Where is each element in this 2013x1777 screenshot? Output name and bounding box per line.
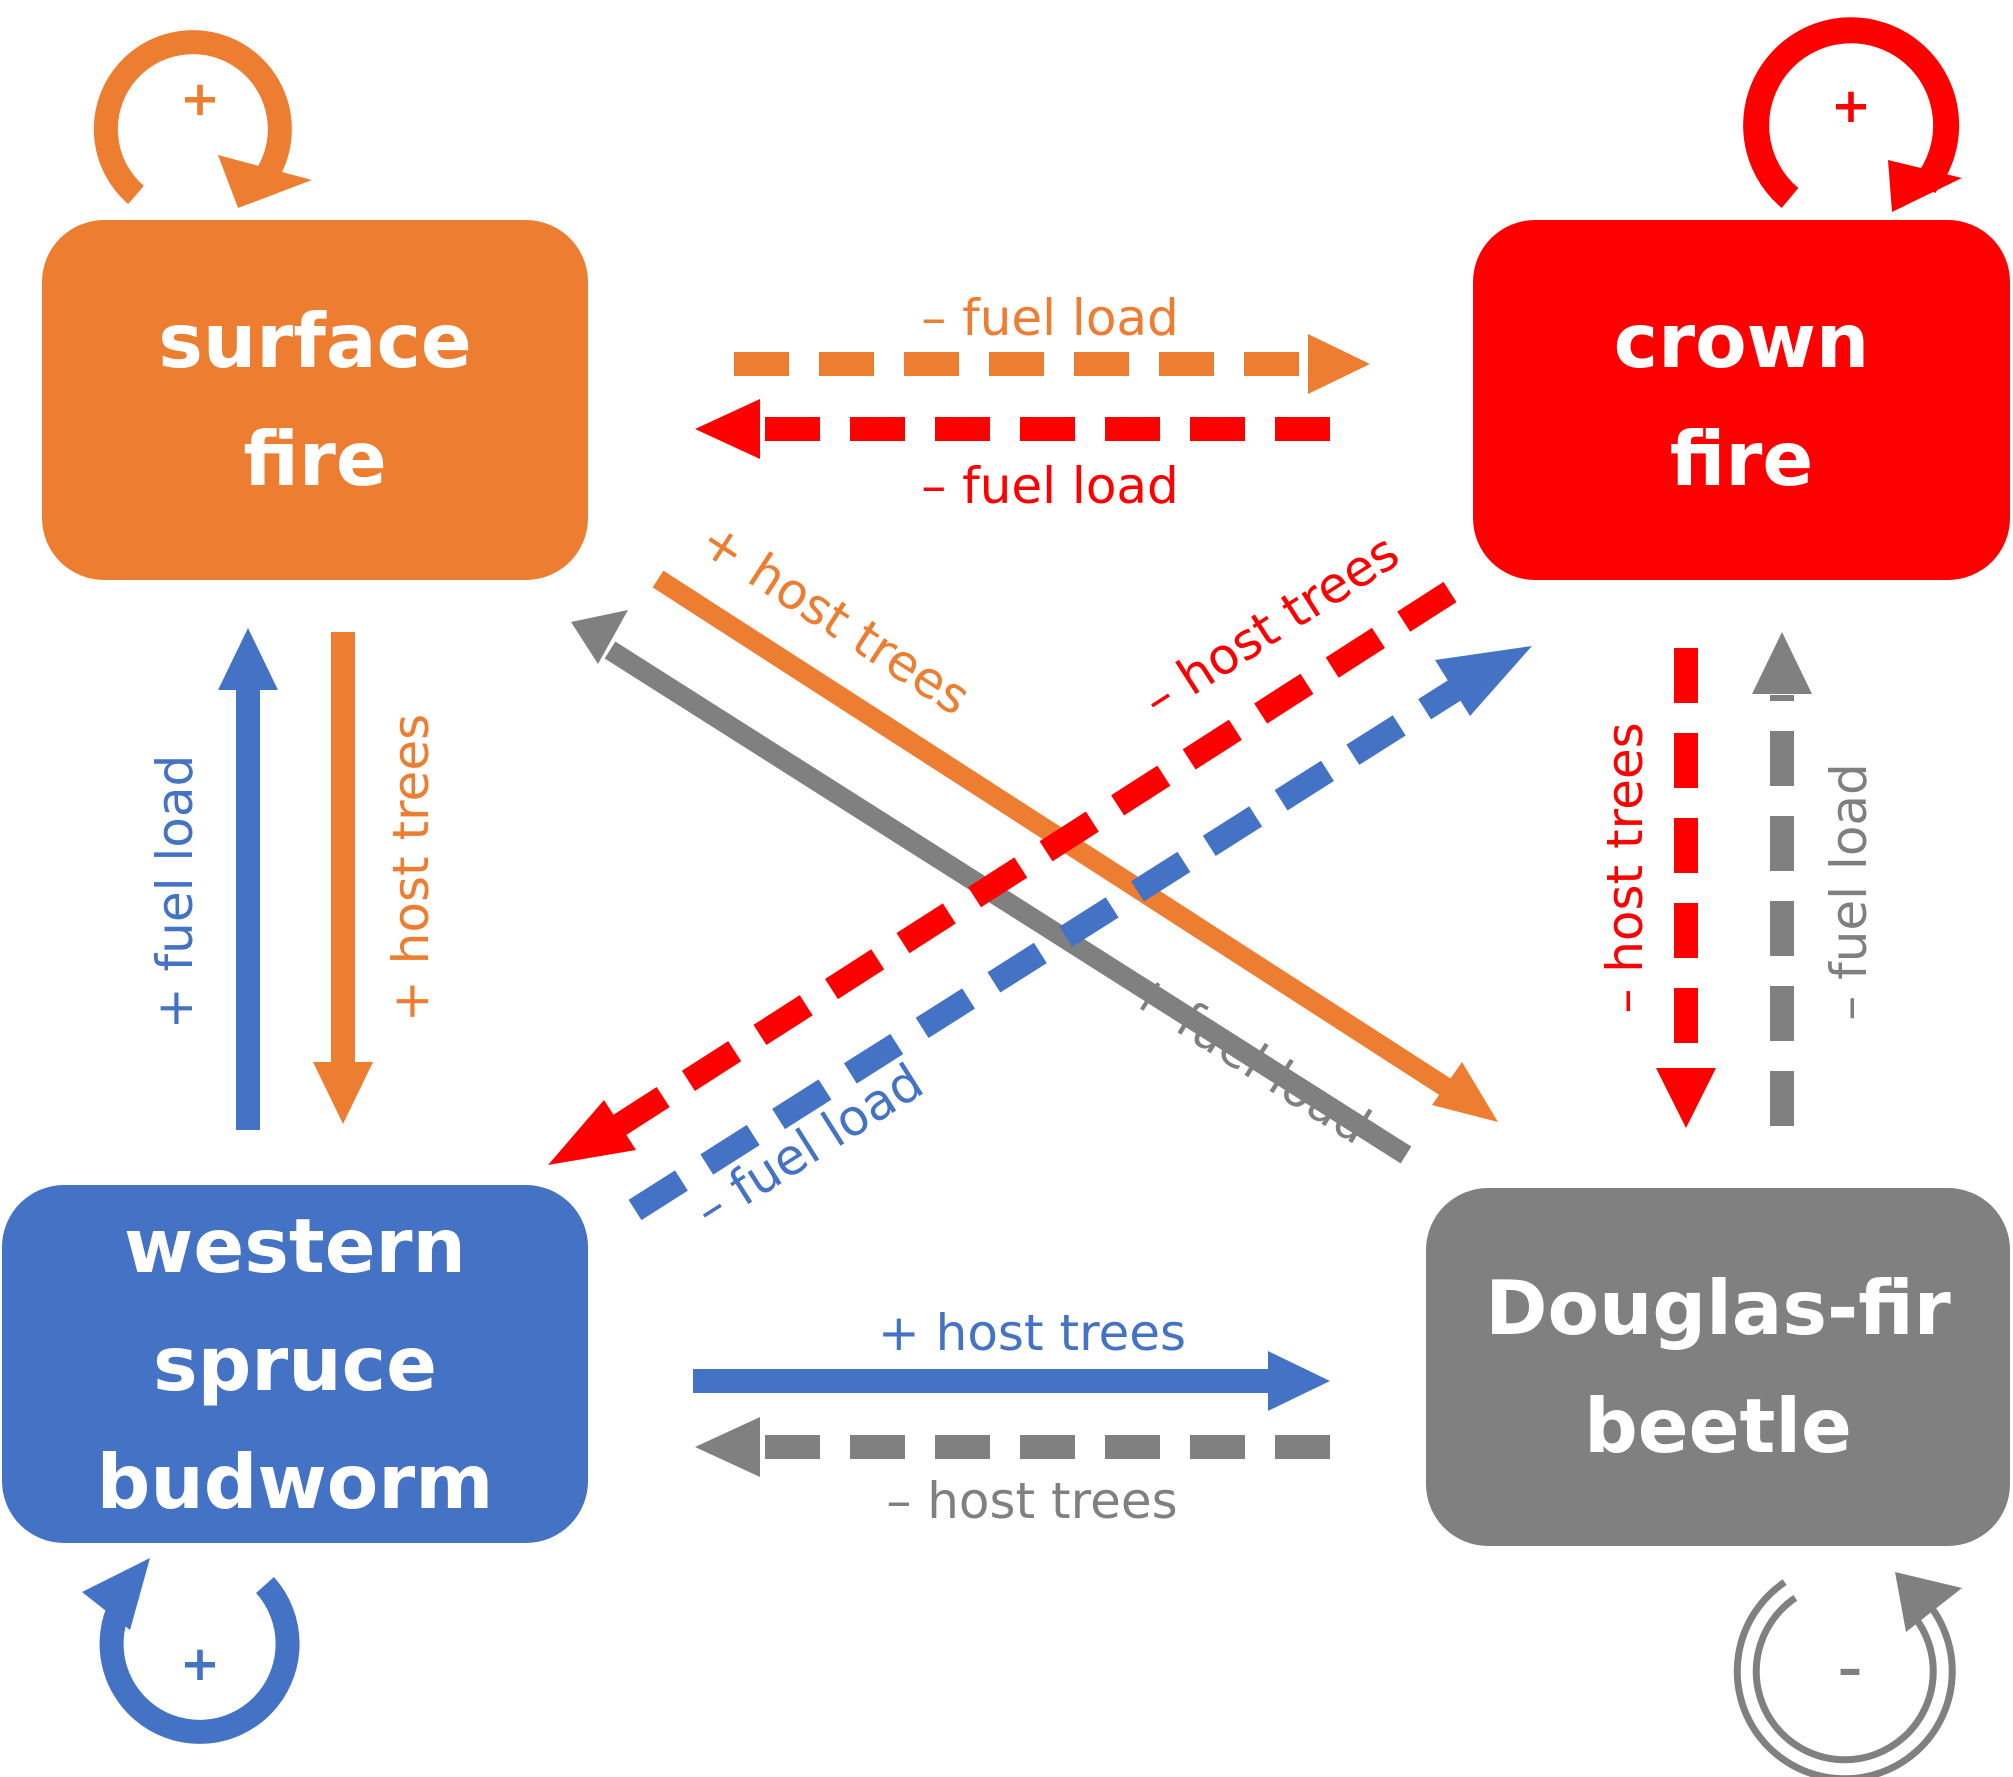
node-beetle-line1: Douglas-fir	[1485, 1264, 1951, 1352]
label-crown-to-beetle: – host trees	[1596, 722, 1654, 1013]
label-budworm-to-surface: + fuel load	[146, 755, 204, 1030]
edge-budworm-to-beetle: + host trees	[693, 1304, 1330, 1411]
edge-budworm-to-surface: + fuel load	[146, 628, 278, 1130]
edge-crown-to-surface: – fuel load	[695, 399, 1330, 515]
node-crown-fire-line1: crown	[1613, 297, 1870, 385]
label-beetle-to-budworm: – host trees	[886, 1472, 1177, 1530]
node-budworm-line2: spruce	[152, 1320, 438, 1408]
node-crown-fire-line2: fire	[1669, 415, 1814, 503]
surface-loop-sign: +	[180, 71, 220, 127]
label-beetle-to-surface: + fuel load	[1118, 960, 1381, 1156]
node-crown-fire: crown fire	[1473, 220, 2010, 580]
beetle-self-loop: –	[1733, 1572, 1962, 1777]
node-budworm-line1: western	[124, 1202, 466, 1290]
node-surface-fire: surface fire	[42, 220, 588, 580]
label-surface-to-budworm: + host trees	[382, 714, 440, 1022]
surface-self-loop: +	[93, 30, 312, 208]
node-budworm-line3: budworm	[96, 1438, 494, 1526]
budworm-loop-sign: +	[180, 1636, 220, 1692]
crown-self-loop: +	[1743, 17, 1962, 212]
edge-beetle-to-budworm: – host trees	[695, 1417, 1330, 1530]
node-surface-fire-line1: surface	[158, 297, 472, 385]
node-douglas-fir-beetle: Douglas-fir beetle	[1426, 1188, 2010, 1546]
node-western-spruce-budworm: western spruce budworm	[2, 1185, 588, 1543]
node-beetle-line2: beetle	[1584, 1382, 1852, 1470]
edge-crown-to-beetle: – host trees	[1596, 648, 1716, 1128]
edge-surface-to-crown: – fuel load	[734, 289, 1370, 394]
label-crown-to-surface: – fuel load	[921, 457, 1179, 515]
edge-surface-to-budworm: + host trees	[313, 632, 440, 1124]
beetle-loop-sign: –	[1838, 1641, 1862, 1697]
label-surface-to-crown: – fuel load	[921, 289, 1179, 347]
label-beetle-to-crown: – fuel load	[1820, 763, 1878, 1021]
edge-beetle-to-crown: – fuel load	[1752, 632, 1878, 1126]
crown-loop-sign: +	[1831, 78, 1871, 134]
budworm-self-loop: +	[82, 1558, 300, 1744]
node-surface-fire-line2: fire	[243, 415, 387, 503]
label-budworm-to-beetle: + host trees	[878, 1304, 1186, 1362]
